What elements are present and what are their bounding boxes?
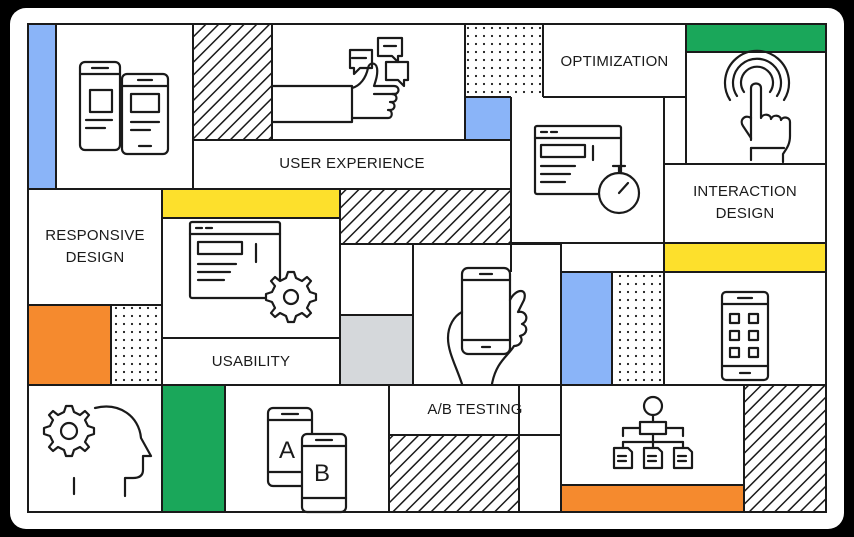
dots-block (465, 24, 543, 97)
hatch-block (340, 189, 511, 244)
thumbs-up-feedback-icon (270, 36, 410, 124)
dots-block (612, 272, 664, 385)
blue-block (28, 24, 56, 189)
dots-block (111, 305, 162, 385)
interaction-design-label: INTERACTION DESIGN (664, 178, 826, 228)
responsive-devices-icon (78, 60, 170, 156)
gray-block (340, 315, 413, 385)
usability-label: USABILITY (211, 353, 291, 370)
tablet-app-grid-icon (720, 290, 770, 382)
responsive-design-line-1: RESPONSIVE (45, 227, 145, 244)
blue-block (465, 97, 511, 140)
green-block (686, 24, 826, 52)
hatch-block (193, 24, 272, 140)
user-experience-label: USER EXPERIENCE (279, 155, 425, 172)
grid-lines (27, 23, 827, 513)
ab-testing-label: A/B TESTING (427, 401, 523, 418)
optimization-label: OPTIMIZATION (560, 53, 669, 70)
orange-block (28, 305, 111, 385)
yellow-block (664, 243, 826, 272)
hatch-block (389, 435, 519, 512)
blue-block (561, 272, 612, 385)
interaction-design-line-2: DESIGN (715, 205, 775, 222)
hatch-block (744, 385, 826, 512)
ab-phones-icon: A B (266, 406, 348, 514)
hand-holding-phone-icon (446, 266, 528, 386)
responsive-design-line-2: DESIGN (65, 249, 125, 266)
orange-block (561, 485, 744, 512)
browser-stopwatch-icon (533, 124, 641, 215)
b-letter: B (314, 460, 330, 487)
touch-gesture-icon (723, 49, 792, 164)
responsive-design-label: RESPONSIVE DESIGN (28, 222, 162, 272)
yellow-block (162, 189, 340, 218)
a-letter: A (279, 437, 295, 464)
sitemap-icon (612, 395, 694, 470)
green-block (162, 385, 225, 512)
browser-gear-icon (188, 220, 318, 324)
interaction-design-line-1: INTERACTION (693, 183, 797, 200)
head-gear-icon (42, 404, 153, 498)
